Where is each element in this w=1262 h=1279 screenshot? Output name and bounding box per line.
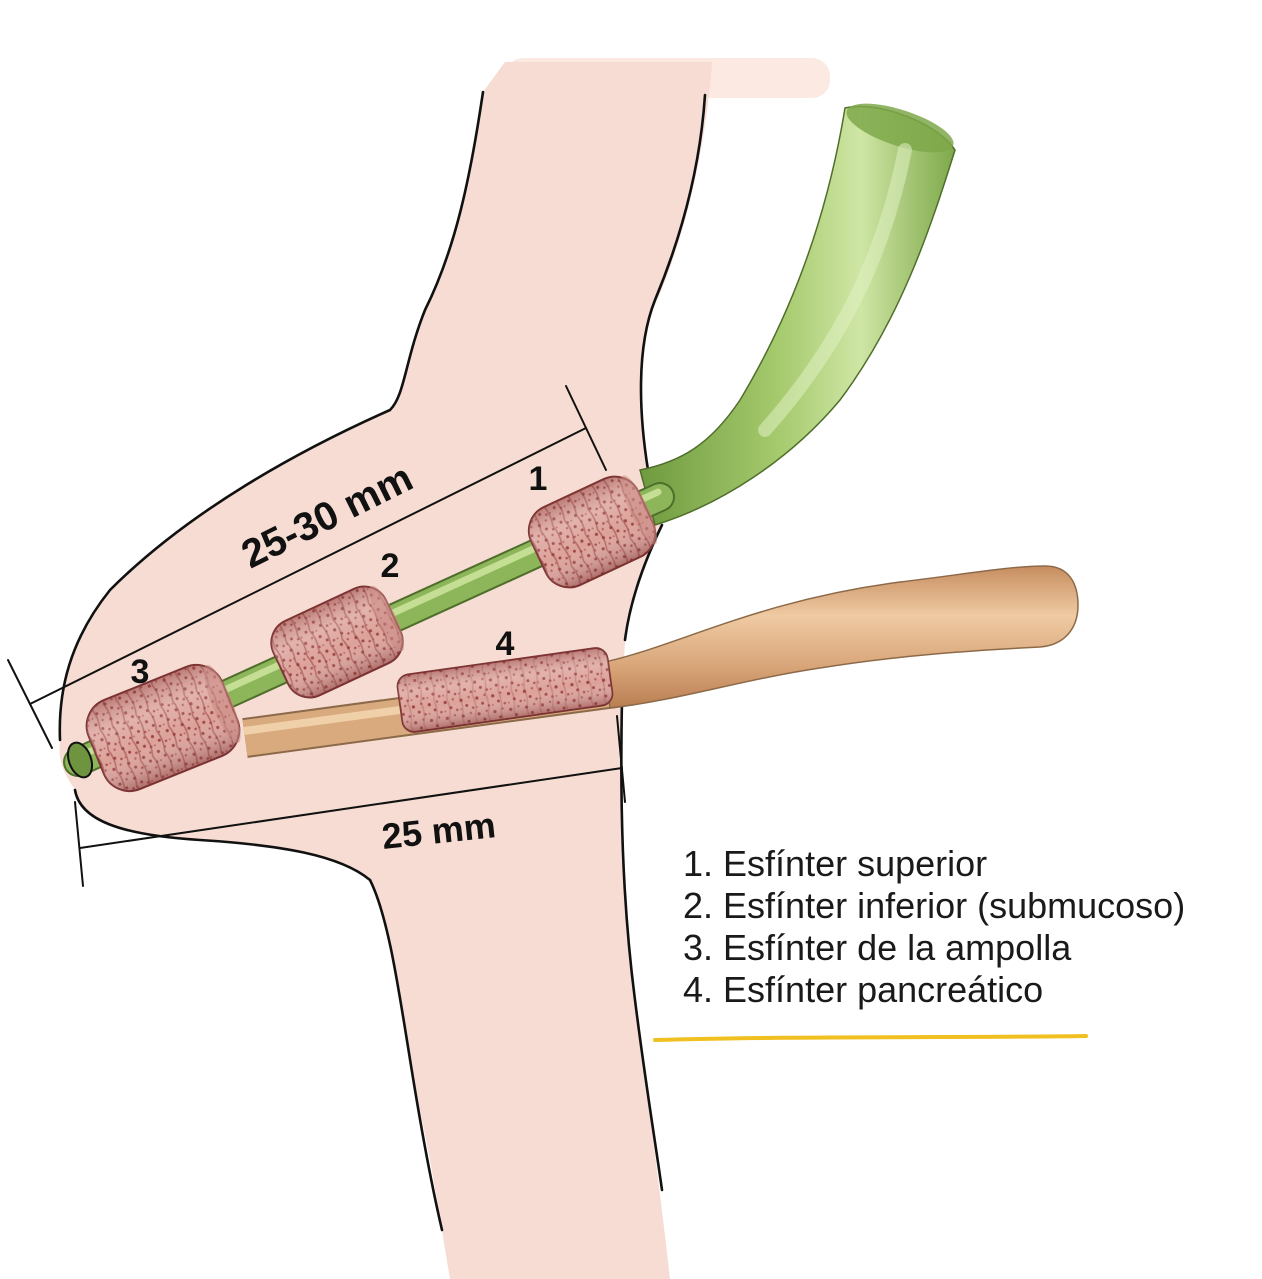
duodenal-wall xyxy=(59,62,713,1279)
bile-duct-end xyxy=(846,103,954,153)
dimension-upper-tick-right xyxy=(565,385,607,471)
dimension-upper-line xyxy=(29,427,587,705)
legend-item-2: 2. Esfínter inferior (submucoso) xyxy=(683,885,1185,926)
dimension-lower-tick-right xyxy=(616,715,626,803)
dimension-upper-tick-left xyxy=(7,659,53,749)
wall-outline-bottom xyxy=(73,788,444,1232)
marker-1: 1 xyxy=(529,460,548,498)
sphincter-inferior xyxy=(270,585,405,699)
legend-underline xyxy=(653,1034,1088,1042)
marker-3: 3 xyxy=(131,653,150,691)
sphincter-superior xyxy=(527,475,658,589)
legend-item-1: 1. Esfínter superior xyxy=(683,843,987,884)
sphincter-pancreatic xyxy=(396,647,614,733)
wall-outline-right-upper xyxy=(639,93,707,472)
dimension-lower-tick-left xyxy=(74,801,84,887)
legend-item-3: 3. Esfínter de la ampolla xyxy=(683,927,1072,968)
wall-outline-right-lower xyxy=(620,698,664,1192)
legend-item-4: 4. Esfínter pancreático xyxy=(683,969,1043,1010)
wall-outline-left xyxy=(58,90,485,742)
bile-duct-highlight xyxy=(758,143,912,437)
ampulla-opening xyxy=(66,741,94,779)
dimension-lower-line xyxy=(79,767,623,849)
pancreatic-duct-wide xyxy=(604,565,1079,709)
sphincter-ampulla xyxy=(85,663,241,793)
legend: 1. Esfínter superior 2. Esfínter inferio… xyxy=(653,843,1185,1042)
marker-2: 2 xyxy=(381,547,400,585)
bile-duct-thick xyxy=(639,105,956,526)
marker-4: 4 xyxy=(496,625,515,663)
